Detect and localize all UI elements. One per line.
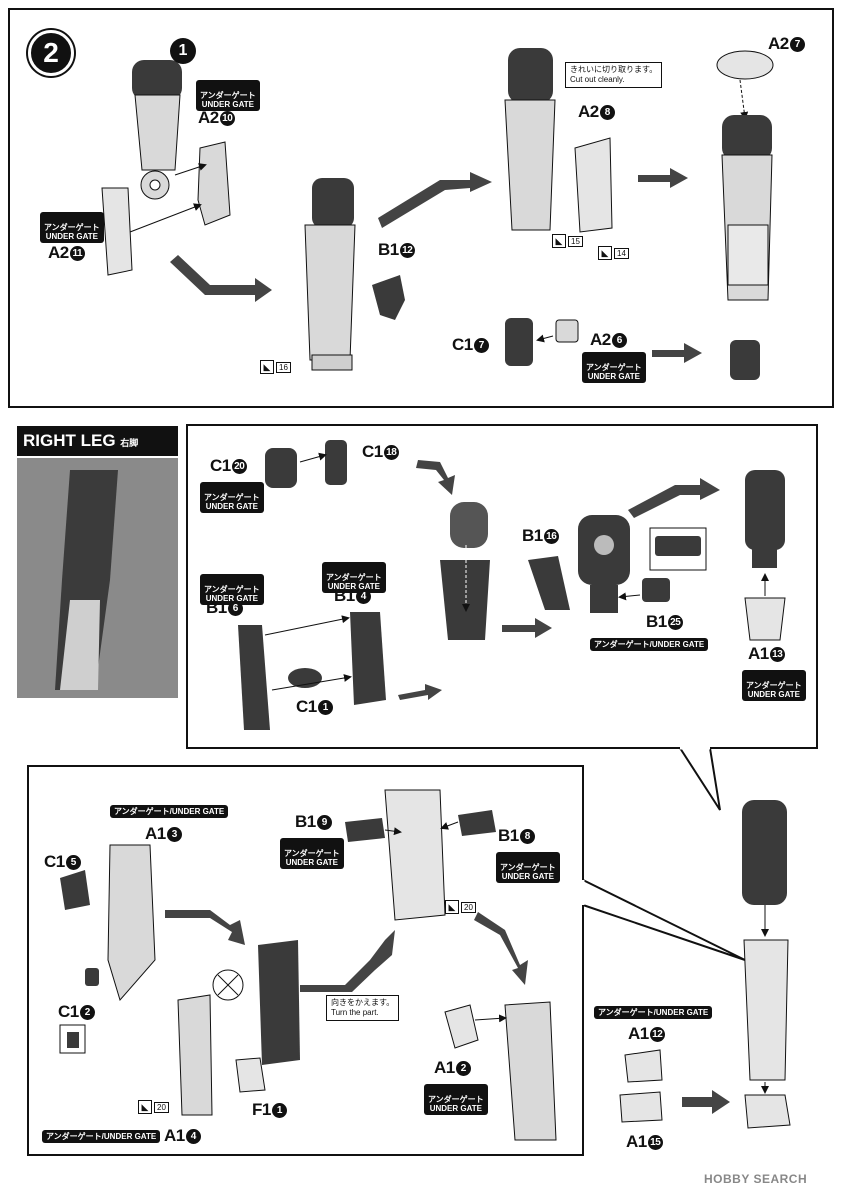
section-title: RIGHT LEG 右脚 xyxy=(17,426,178,456)
assembled-thigh-1 xyxy=(304,178,356,371)
tool-reference: ◣14 xyxy=(598,246,629,260)
under-gate-label: アンダーゲート/UNDER GATE xyxy=(594,1006,713,1019)
nipper-icon: ◣ xyxy=(445,900,459,914)
sub-step-number: 1 xyxy=(170,38,196,64)
tool-reference: ◣15 xyxy=(552,234,583,248)
step-number: 2 xyxy=(28,30,74,76)
watermark: HOBBY SEARCH xyxy=(704,1172,808,1186)
turn-note: 向きをかえます。 Turn the part. xyxy=(326,995,400,1021)
tool-reference: ◣20 xyxy=(138,1100,169,1114)
nipper-icon: ◣ xyxy=(598,246,612,260)
assembled-thigh-2 xyxy=(504,48,556,231)
tool-reference: ◣20 xyxy=(445,900,476,914)
nipper-icon: ◣ xyxy=(552,234,566,248)
assembled-thigh-3 xyxy=(721,115,773,380)
under-gate-label: アンダーゲート/UNDER GATE xyxy=(110,805,229,818)
under-gate-label: アンダーゲート/UNDER GATE xyxy=(590,638,709,651)
tool-reference: ◣16 xyxy=(260,360,291,374)
nipper-icon: ◣ xyxy=(138,1100,152,1114)
cut-note: きれいに切り取ります。 Cut out cleanly. xyxy=(565,62,663,88)
under-gate-label: アンダーゲート/UNDER GATE xyxy=(42,1130,161,1143)
nipper-icon: ◣ xyxy=(260,360,274,374)
upper-leg-part-1 xyxy=(132,60,182,200)
